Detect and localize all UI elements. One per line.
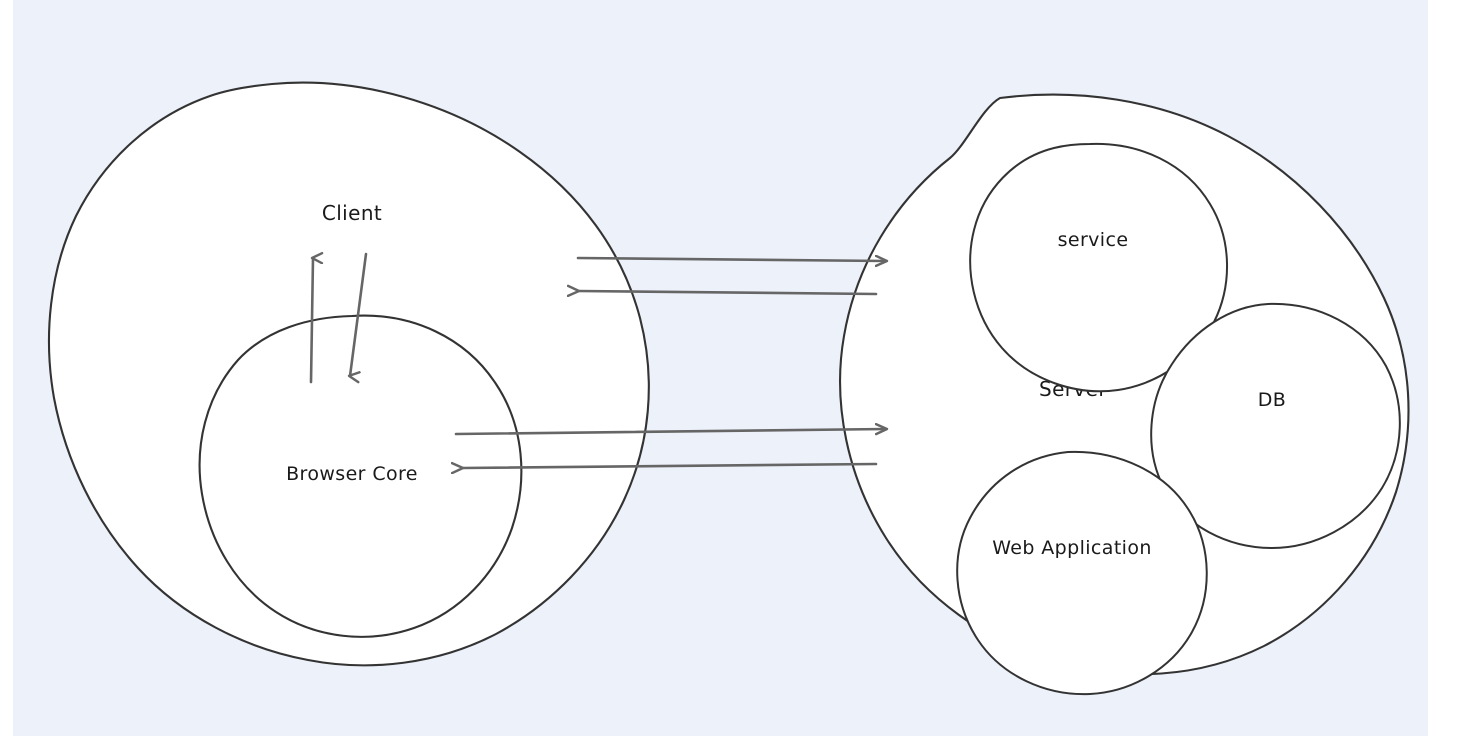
db-blob-outline: [1150, 302, 1401, 549]
browser-core-to-server-request-arrow[interactable]: [454, 429, 886, 434]
browser-core-to-client-up-arrow[interactable]: [309, 258, 313, 384]
web-application-blob-outline: [956, 450, 1208, 696]
browser-core-blob-outline: [198, 314, 523, 638]
client-group[interactable]: Client Browser Core: [47, 81, 650, 667]
service-blob-outline: [969, 142, 1228, 393]
server-to-client-response-arrow[interactable]: [578, 291, 878, 294]
connection-arrows[interactable]: [456, 258, 886, 468]
service-label: service: [1058, 229, 1129, 251]
client-to-browser-core-down-arrow[interactable]: [350, 252, 368, 376]
server-to-browser-core-response-arrow[interactable]: [462, 464, 878, 468]
web-application-label: Web Application: [992, 537, 1152, 559]
server-group[interactable]: Server service DB Web Application: [839, 93, 1410, 696]
client-to-server-request-arrow[interactable]: [576, 258, 886, 261]
client-label: Client: [322, 201, 382, 225]
browser-core-label: Browser Core: [286, 463, 418, 485]
db-label: DB: [1258, 389, 1286, 411]
